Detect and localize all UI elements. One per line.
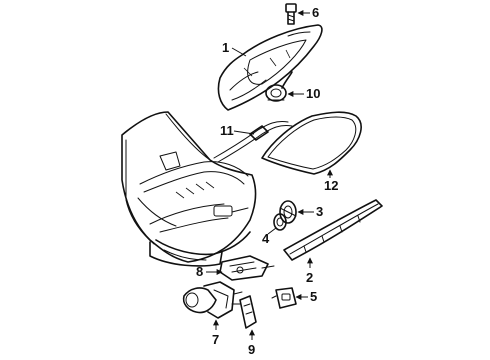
svg-text:10: 10 [306, 86, 320, 101]
callout-3: 3 [297, 204, 323, 219]
callout-8: 8 [196, 264, 223, 279]
trunk-lid [217, 24, 323, 111]
callout-1: 1 [222, 40, 247, 57]
callout-10: 10 [287, 86, 320, 101]
svg-text:5: 5 [310, 289, 317, 304]
callout-12: 12 [324, 169, 338, 193]
svg-text:12: 12 [324, 178, 338, 193]
svg-text:4: 4 [262, 231, 270, 246]
svg-text:11: 11 [220, 123, 234, 138]
lid-striker [271, 287, 297, 309]
callout-11: 11 [220, 123, 255, 138]
callout-5: 5 [295, 289, 317, 304]
lid-lock-latch [265, 71, 293, 102]
svg-text:2: 2 [306, 270, 313, 285]
release-actuator [182, 281, 243, 319]
lock-gasket [273, 213, 287, 231]
svg-text:8: 8 [196, 264, 203, 279]
callout-2: 2 [306, 257, 313, 285]
rear-molding-panel [283, 199, 383, 261]
svg-text:3: 3 [316, 204, 323, 219]
callout-6: 6 [297, 5, 319, 20]
svg-text:1: 1 [222, 40, 229, 55]
weatherstrip-seal [261, 111, 362, 175]
callout-4: 4 [262, 227, 277, 246]
svg-text:7: 7 [212, 332, 219, 347]
lock-cylinder [279, 200, 297, 224]
latch-assembly [219, 255, 275, 281]
callout-7: 7 [212, 319, 219, 347]
release-cable [213, 121, 293, 163]
actuator-bracket [239, 295, 257, 329]
vehicle-rear-body [121, 111, 257, 267]
lid-bumper-bolt [285, 3, 297, 25]
svg-text:6: 6 [312, 5, 319, 20]
svg-text:9: 9 [248, 342, 255, 357]
callout-9: 9 [248, 329, 255, 357]
